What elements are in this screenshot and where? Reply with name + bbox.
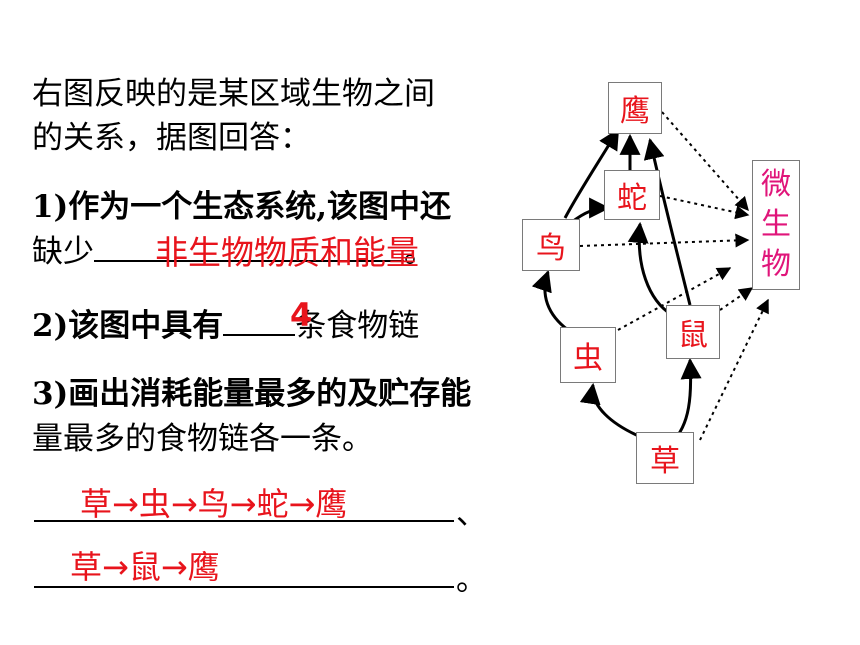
- node-microbe: 微 生 物: [752, 160, 800, 290]
- question-3-separator: 、: [456, 496, 487, 532]
- arrow-grass-to-rat: [670, 357, 702, 444]
- question-2-line: 2)该图中具有 条食物链: [32, 306, 419, 346]
- question-3-line-1: 3)画出消耗能量最多的及贮存能: [32, 376, 472, 412]
- question-2-answer: 4: [290, 296, 313, 334]
- question-2-prefix: 2)该图中具有: [32, 308, 224, 344]
- node-insect: 虫: [560, 327, 616, 383]
- question-3-blank-2: [34, 586, 454, 588]
- arrow-insect-to-microbe: [617, 267, 732, 331]
- node-snake: 蛇: [604, 170, 660, 220]
- arrow-rat-to-microbe: [719, 287, 754, 311]
- question-3-blank-1: [34, 520, 454, 522]
- question-1-prefix: 缺少: [32, 234, 94, 270]
- arrow-rat-to-eagle: [643, 137, 692, 306]
- question-1-blank: [94, 234, 404, 262]
- arrow-eagle-to-microbe: [661, 111, 749, 212]
- question-2-suffix: 条食物链: [295, 308, 420, 344]
- question-1-answer: 非生物物质和能量: [155, 233, 419, 272]
- question-3-answer-1: 草→虫→鸟→蛇→鹰: [80, 485, 348, 523]
- intro-line-2: 的关系，据图回答：: [32, 120, 311, 156]
- arrow-rat-to-snake: [627, 221, 673, 317]
- question-3-answer-2: 草→鼠→鹰: [70, 548, 220, 586]
- arrow-grass-to-microbe: [699, 298, 769, 441]
- arrow-snake-to-microbe: [659, 195, 750, 220]
- microbe-char-2: 生: [761, 207, 791, 242]
- question-1-line-1: 1)作为一个生态系统,该图中还: [32, 189, 452, 225]
- arrow-bird-to-eagle: [563, 128, 620, 219]
- arrow-insect-to-bird: [531, 270, 569, 332]
- question-2-blank: [223, 308, 296, 336]
- microbe-char-1: 微: [761, 167, 791, 202]
- question-1-line-2: 缺少 。: [32, 232, 435, 272]
- microbe-char-3: 物: [761, 247, 791, 282]
- question-3-line-2: 量最多的食物链各一条。: [32, 421, 373, 457]
- arrow-bird-to-microbe: [579, 233, 750, 248]
- node-grass: 草: [636, 432, 694, 484]
- question-3-end: 。: [456, 562, 487, 598]
- question-1-suffix: 。: [404, 234, 435, 270]
- node-eagle: 鹰: [608, 82, 662, 134]
- node-bird: 鸟: [522, 219, 580, 271]
- intro-line-1: 右图反映的是某区域生物之间: [32, 76, 435, 112]
- node-rat: 鼠: [666, 305, 720, 359]
